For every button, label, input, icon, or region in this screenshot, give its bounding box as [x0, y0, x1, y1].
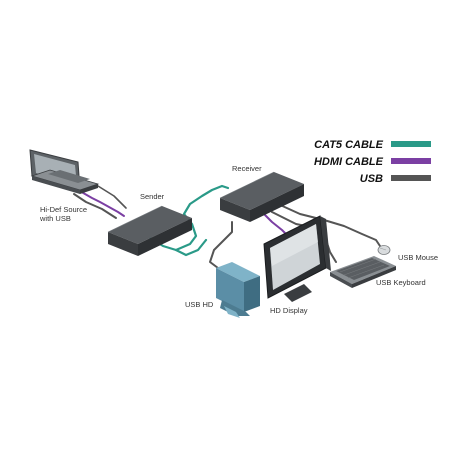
- cat5-cable-loop: [174, 238, 208, 257]
- usb-mouse-icon: [377, 245, 391, 255]
- legend-swatch-hdmi: [391, 158, 431, 164]
- usb-hd-label: USB HD: [185, 300, 214, 309]
- sender-device: [107, 205, 192, 256]
- receiver-device: [219, 171, 304, 222]
- receiver-label: Receiver: [232, 164, 262, 173]
- usb-mouse-label: USB Mouse: [398, 253, 438, 262]
- legend-label-cat5: CAT5 CABLE: [314, 139, 384, 151]
- usb-cable-mouse: [277, 203, 381, 247]
- legend-swatch-usb: [391, 175, 431, 181]
- usb-cable-hdd: [209, 221, 233, 269]
- source-label-line1: Hi-Def Source: [40, 205, 87, 214]
- sender-label: Sender: [140, 192, 165, 201]
- hd-display-label: HD Display: [270, 306, 308, 315]
- device-labels: Hi-Def Source with USB Sender Receiver U…: [39, 164, 438, 315]
- legend-swatch-cat5: [391, 141, 431, 147]
- source-label-line2: with USB: [39, 214, 71, 223]
- laptop-icon: [29, 149, 100, 194]
- usb-cable-source-extra: [97, 185, 127, 209]
- usb-cable-source: [73, 193, 117, 219]
- legend-label-hdmi: HDMI CABLE: [314, 156, 384, 168]
- hd-display-icon: [263, 215, 331, 302]
- legend: CAT5 CABLE HDMI CABLE USB: [314, 139, 431, 185]
- hdmi-cable-source: [77, 189, 125, 217]
- usb-keyboard-icon: [330, 256, 396, 288]
- legend-label-usb: USB: [360, 173, 383, 185]
- usb-hd-icon: [216, 262, 260, 318]
- usb-keyboard-label: USB Keyboard: [376, 278, 426, 287]
